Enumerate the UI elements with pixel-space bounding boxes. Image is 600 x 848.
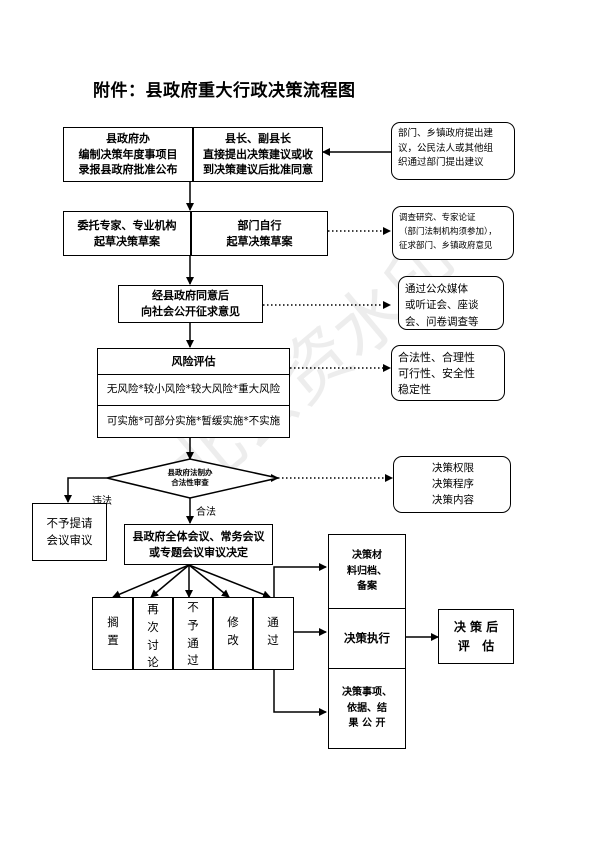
risk-note-text: 合法性、合理性 可行性、安全性 稳定性	[398, 351, 475, 396]
outcomes-box: 搁 置 再 次 讨 论 不 予 通 过 修 改 通 过	[92, 597, 294, 670]
archive-box: 决策材 料归档、 备案	[329, 535, 405, 609]
execute-box: 决策执行	[329, 609, 405, 669]
meeting-text: 县政府全体会议、常务会议 或专题会议审议决定	[132, 529, 265, 559]
n1-note: 部门、乡镇政府提出建 议，公民法人或其他组 织通过部门提出建议	[391, 122, 515, 180]
outcome-reject: 不 予 通 过	[187, 600, 199, 668]
reject-box: 不予提请 会议审议	[32, 503, 107, 561]
outcome-rediscuss: 再 次 讨 论	[147, 602, 159, 670]
n2-left-text: 委托专家、专业机构 起草决策草案	[77, 218, 177, 248]
n1-left-text: 县政府办 编制决策年度事项目 录报县政府批准公布	[78, 131, 178, 177]
risk-title: 风险评估	[98, 349, 289, 375]
page-title: 附件：县政府重大行政决策流程图	[93, 81, 356, 101]
meeting-box: 县政府全体会议、常务会议 或专题会议审议决定	[124, 524, 273, 565]
post-eval-text: 决 策 后 评 估	[453, 619, 499, 653]
n1-note-text: 部门、乡镇政府提出建 议，公民法人或其他组 织通过部门提出建议	[398, 128, 494, 169]
publish-box: 决策事项、 依据、结 果 公 开	[329, 669, 405, 748]
n3-note: 通过公众媒体 或听证会、座谈 会、问卷调查等	[398, 276, 504, 330]
post-evaluation-box: 决 策 后 评 估	[438, 609, 514, 664]
execute-text: 决策执行	[344, 631, 390, 646]
risk-assessment-box: 风险评估 无风险*较小风险*较大风险*重大风险 可实施*可部分实施*暂缓实施*不…	[97, 348, 290, 438]
risk-note: 合法性、合理性 可行性、安全性 稳定性	[391, 345, 505, 401]
archive-text: 决策材 料归档、 备案	[347, 550, 387, 593]
row1-box: 县政府办 编制决策年度事项目 录报县政府批准公布 县长、副县长 直接提出决策建议…	[63, 127, 323, 182]
publish-text: 决策事项、 依据、结 果 公 开	[342, 687, 392, 730]
outcome-shelve: 搁 置	[107, 615, 119, 647]
illegal-label: 违法	[92, 496, 112, 507]
n3-note-text: 通过公众媒体 或听证会、座谈 会、问卷调查等	[405, 283, 479, 328]
row2-box: 委托专家、专业机构 起草决策草案 部门自行 起草决策草案	[63, 211, 328, 256]
risk-actions: 可实施*可部分实施*暂缓实施*不实施	[106, 414, 281, 427]
legality-note-text: 决策权限 决策程序 决策内容	[432, 462, 474, 506]
legality-review: 县政府法制办 合法性审查	[140, 465, 240, 491]
outcome-pass: 通 过	[267, 615, 279, 647]
n2-note-text: 调查研究、专家论证 （部门法制机构须参加）， 征求部门、乡镇政府意见	[399, 213, 497, 252]
legality-note: 决策权限 决策程序 决策内容	[393, 456, 511, 513]
n2-right-text: 部门自行 起草决策草案	[226, 218, 293, 248]
outcome-modify: 修 改	[227, 615, 239, 647]
n2-note: 调查研究、专家论证 （部门法制机构须参加）， 征求部门、乡镇政府意见	[392, 206, 514, 260]
legality-diamond	[106, 458, 279, 499]
reject-text: 不予提请 会议审议	[46, 516, 93, 547]
legality-text: 县政府法制办 合法性审查	[167, 467, 213, 488]
n1-right-text: 县长、副县长 直接提出决策建议或收 到决策建议后批准同意	[203, 131, 313, 177]
implementation-column: 决策材 料归档、 备案 决策执行 决策事项、 依据、结 果 公 开	[328, 534, 406, 749]
public-consultation-box: 经县政府同意后 向社会公开征求意见	[118, 285, 263, 323]
legal-label: 合法	[196, 507, 216, 518]
n3-text: 经县政府同意后 向社会公开征求意见	[141, 289, 240, 318]
risk-levels: 无风险*较小风险*较大风险*重大风险	[98, 375, 289, 406]
